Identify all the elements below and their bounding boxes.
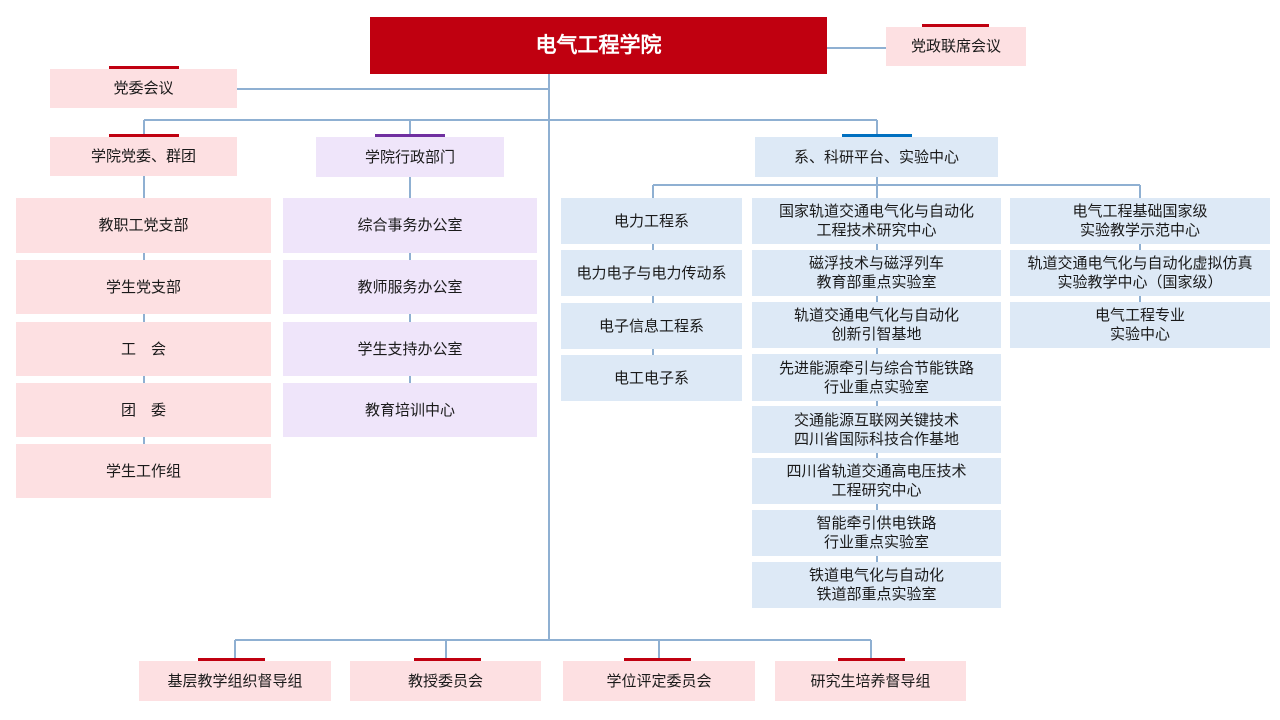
party-item: 团 委 bbox=[16, 383, 271, 437]
lianxi-meeting-label: 党政联席会议 bbox=[910, 37, 1001, 55]
platform-item: 交通能源互联网关键技术 四川省国际科技合作基地 bbox=[752, 406, 1001, 453]
department-label: 电力电子与电力传动系 bbox=[576, 263, 727, 282]
party-item-label: 教职工党支部 bbox=[98, 216, 189, 234]
party-item: 学生工作组 bbox=[16, 444, 271, 498]
center-item: 电气工程专业 实验中心 bbox=[1010, 302, 1270, 348]
party-item-label: 学生工作组 bbox=[105, 461, 181, 480]
department-item: 电力工程系 bbox=[561, 198, 742, 244]
party-item-label: 团 委 bbox=[120, 400, 166, 419]
admin-item-label: 教师服务办公室 bbox=[357, 277, 463, 296]
department-label: 电力工程系 bbox=[613, 211, 689, 230]
admin-item-label: 学生支持办公室 bbox=[357, 339, 463, 358]
platform-item: 轨道交通电气化与自动化 创新引智基地 bbox=[752, 302, 1001, 348]
platform-item: 铁道电气化与自动化 铁道部重点实验室 bbox=[752, 562, 1001, 608]
center-label: 电气工程专业 实验中心 bbox=[1094, 306, 1185, 343]
admin-item: 教师服务办公室 bbox=[283, 260, 537, 314]
platform-label: 磁浮技术与磁浮列车 教育部重点实验室 bbox=[808, 254, 944, 291]
party-item: 学生党支部 bbox=[16, 260, 271, 314]
center-item: 轨道交通电气化与自动化虚拟仿真 实验教学中心（国家级） bbox=[1010, 250, 1270, 296]
platform-label: 先进能源牵引与综合节能铁路 行业重点实验室 bbox=[778, 358, 974, 396]
committee-label: 基层教学组织督导组 bbox=[167, 671, 303, 690]
party-item: 教职工党支部 bbox=[16, 198, 271, 253]
admin-item: 教育培训中心 bbox=[283, 383, 537, 437]
platform-label: 铁道电气化与自动化 铁道部重点实验室 bbox=[808, 566, 944, 603]
platform-label: 交通能源互联网关键技术 四川省国际科技合作基地 bbox=[793, 410, 959, 448]
party-item: 工 会 bbox=[16, 322, 271, 376]
admin-item: 综合事务办公室 bbox=[283, 198, 537, 253]
committee-label: 教授委员会 bbox=[407, 671, 483, 690]
center-label: 轨道交通电气化与自动化虚拟仿真 实验教学中心（国家级） bbox=[1027, 254, 1253, 291]
committee-box: 学位评定委员会 bbox=[563, 661, 755, 701]
platform-label: 轨道交通电气化与自动化 创新引智基地 bbox=[793, 306, 959, 343]
department-item: 电力电子与电力传动系 bbox=[561, 250, 742, 296]
committee-box: 教授委员会 bbox=[350, 661, 541, 701]
dangwei-meeting-box: 党委会议 bbox=[50, 69, 237, 108]
department-label: 电工电子系 bbox=[613, 368, 689, 387]
lianxi-meeting-box: 党政联席会议 bbox=[886, 27, 1026, 66]
party-branch-label: 学院党委、群团 bbox=[90, 147, 196, 165]
platform-label: 国家轨道交通电气化与自动化 工程技术研究中心 bbox=[778, 202, 974, 239]
party-item-label: 工 会 bbox=[120, 339, 166, 358]
platform-label: 四川省轨道交通高电压技术 工程研究中心 bbox=[786, 462, 967, 499]
department-item: 电工电子系 bbox=[561, 355, 742, 401]
admin-branch-label: 学院行政部门 bbox=[364, 147, 455, 166]
dangwei-meeting-label: 党委会议 bbox=[113, 79, 174, 97]
department-label: 电子信息工程系 bbox=[598, 316, 704, 335]
depts-branch-label: 系、科研平台、实验中心 bbox=[793, 147, 959, 166]
department-item: 电子信息工程系 bbox=[561, 303, 742, 349]
center-item: 电气工程基础国家级 实验教学示范中心 bbox=[1010, 198, 1270, 244]
committee-box: 基层教学组织督导组 bbox=[139, 661, 331, 701]
admin-item: 学生支持办公室 bbox=[283, 322, 537, 376]
party-branch-header: 学院党委、群团 bbox=[50, 137, 237, 176]
center-label: 电气工程基础国家级 实验教学示范中心 bbox=[1072, 202, 1208, 239]
admin-item-label: 综合事务办公室 bbox=[357, 216, 463, 234]
depts-branch-header: 系、科研平台、实验中心 bbox=[755, 137, 998, 177]
platform-item: 先进能源牵引与综合节能铁路 行业重点实验室 bbox=[752, 354, 1001, 401]
committee-label: 研究生培养督导组 bbox=[810, 671, 931, 690]
platform-item: 四川省轨道交通高电压技术 工程研究中心 bbox=[752, 458, 1001, 504]
committee-box: 研究生培养督导组 bbox=[775, 661, 966, 701]
committee-label: 学位评定委员会 bbox=[606, 671, 712, 690]
party-item-label: 学生党支部 bbox=[105, 277, 181, 296]
admin-branch-header: 学院行政部门 bbox=[316, 137, 504, 177]
platform-item: 磁浮技术与磁浮列车 教育部重点实验室 bbox=[752, 250, 1001, 296]
platform-item: 国家轨道交通电气化与自动化 工程技术研究中心 bbox=[752, 198, 1001, 244]
college-title: 电气工程学院 bbox=[535, 33, 662, 57]
college-title-box: 电气工程学院 bbox=[370, 17, 827, 74]
platform-item: 智能牵引供电铁路 行业重点实验室 bbox=[752, 510, 1001, 556]
platform-label: 智能牵引供电铁路 行业重点实验室 bbox=[816, 514, 937, 551]
admin-item-label: 教育培训中心 bbox=[364, 400, 455, 419]
